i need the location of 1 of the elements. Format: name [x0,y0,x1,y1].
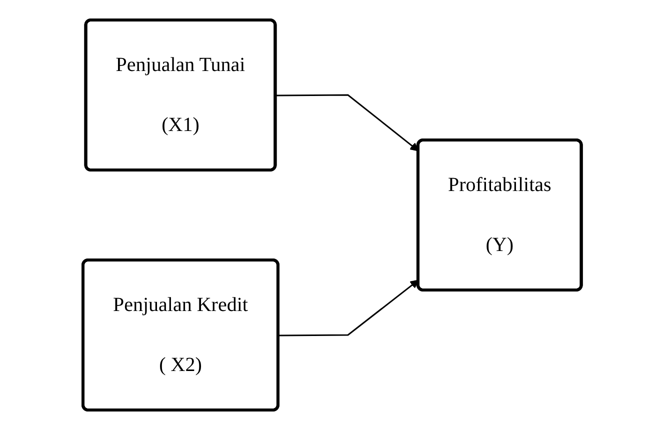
arrow [278,280,420,336]
